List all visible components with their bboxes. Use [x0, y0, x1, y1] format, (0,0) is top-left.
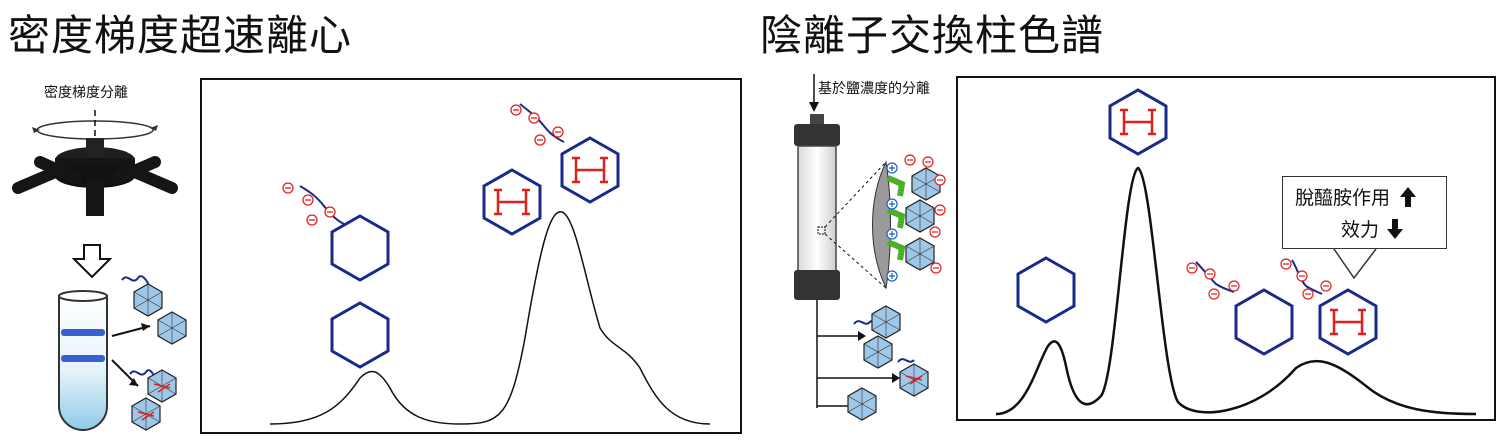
- chromatography-column: [794, 114, 946, 421]
- salt-input-arrow-icon: [809, 74, 819, 112]
- centrifuge-tube: [58, 290, 108, 431]
- centrifuge-rotor-illustration: [12, 110, 178, 216]
- charge-tail-right: [510, 103, 565, 146]
- density-gradient-chart: [200, 78, 742, 434]
- charge-tail-left: [282, 182, 345, 226]
- up-arrow-icon: [1400, 187, 1417, 207]
- left-capsids: [111, 275, 187, 431]
- peak3-hexagon-full: [1318, 288, 1378, 356]
- empty-capsid-hexagon-top: [330, 214, 390, 282]
- left-trace-curve: [269, 211, 711, 425]
- peak3-charge-tails: [1186, 258, 1332, 300]
- gradient-band-upper: [61, 329, 105, 336]
- callout-pointer: [1333, 248, 1377, 280]
- right-title: 陰離子交換柱色譜: [760, 11, 1105, 60]
- hollow-down-arrow-icon: [71, 244, 113, 279]
- left-chromatogram-svg: [269, 103, 711, 425]
- full-capsid-hexagon-right: [560, 136, 620, 204]
- gradient-band-lower: [61, 355, 105, 362]
- peak3-hexagon-empty: [1234, 288, 1294, 356]
- right-trace-curve: [995, 166, 1477, 416]
- deamidation-callout: 脫醯胺作用 效力: [1282, 176, 1447, 249]
- peak1-hexagon: [1016, 256, 1076, 324]
- full-capsid-hexagon-left: [482, 168, 542, 236]
- peak2-hexagon: [1108, 88, 1168, 156]
- right-chromatogram-svg: [995, 88, 1477, 416]
- callout-potency-text: 效力: [1341, 219, 1380, 241]
- empty-capsid-hexagon-bottom: [330, 301, 390, 369]
- down-arrow-icon: [1387, 219, 1404, 239]
- centrifuge-label: 密度梯度分離: [44, 85, 128, 101]
- callout-deamidation-text: 脫醯胺作用: [1295, 187, 1391, 209]
- left-title: 密度梯度超速離心: [8, 11, 353, 60]
- salt-separation-label: 基於鹽濃度的分離: [818, 81, 930, 97]
